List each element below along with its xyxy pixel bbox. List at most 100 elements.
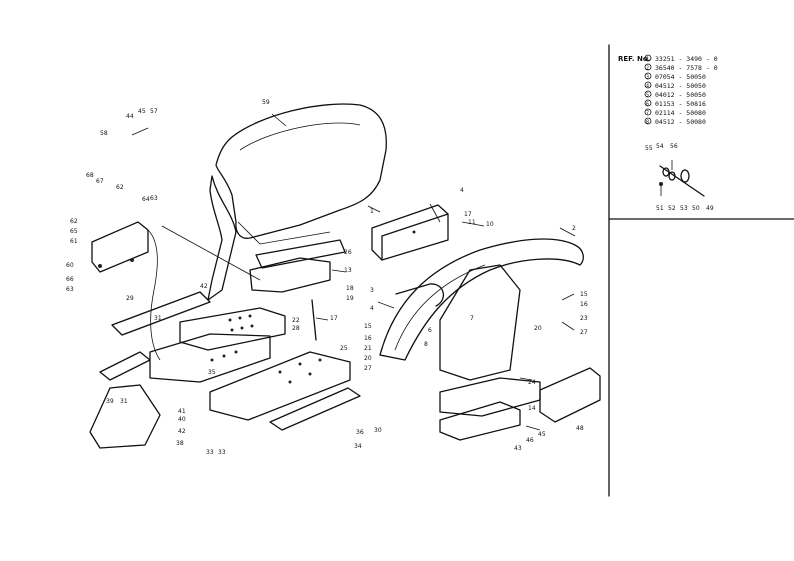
callout-label: 58 <box>100 130 108 137</box>
reference-row: 7 02114 - 50080 <box>644 108 706 117</box>
callout-label: 14 <box>528 405 536 412</box>
callout-label: 11 <box>468 219 476 226</box>
callout-label: 16 <box>580 301 588 308</box>
callout-label: 2 <box>572 225 576 232</box>
callout-label: 45 <box>138 108 146 115</box>
linkage-detail <box>659 160 705 197</box>
reference-row: 8 04512 - 50080 <box>644 117 706 126</box>
callout-label: 35 <box>208 369 216 376</box>
callout-label: 53 <box>680 205 688 212</box>
callout-label: 56 <box>670 143 678 150</box>
ref-number: 2 <box>646 66 649 72</box>
callout-label: 49 <box>706 205 714 212</box>
callout-label: 44 <box>126 113 134 120</box>
seat-back-panel <box>215 103 387 245</box>
leader-lines <box>131 113 576 431</box>
ref-number: 6 <box>646 102 649 108</box>
callout-label: 31 <box>154 315 162 322</box>
callout-label: 66 <box>66 276 74 283</box>
callout-label: 27 <box>364 365 372 372</box>
ref-number-circle <box>644 72 652 80</box>
ref-part-number: 04512 - 50050 <box>655 82 706 90</box>
tool-box <box>371 204 449 261</box>
callout-label: 48 <box>576 425 584 432</box>
callout-label: 20 <box>364 355 372 362</box>
callout-label: 1 <box>370 208 374 215</box>
ref-number: 3 <box>646 75 649 81</box>
bolt-17 <box>311 299 317 341</box>
callout-label: 17 <box>330 315 338 322</box>
callout-label: 24 <box>528 379 536 386</box>
small-step <box>89 384 161 449</box>
callout-label: 3 <box>370 287 374 294</box>
ref-number-circle <box>644 54 652 62</box>
callout-labels: 59 1 4 17 11 10 2 44 45 57 58 68 67 62 6… <box>66 99 714 456</box>
callout-label: 63 <box>150 195 158 202</box>
callout-label: 23 <box>580 315 588 322</box>
callout-label: 16 <box>364 335 372 342</box>
ref-part-number: 04012 - 50050 <box>655 91 706 99</box>
ref-part-number: 33251 - 3490 - 0 <box>655 55 718 63</box>
callout-label: 61 <box>70 238 78 245</box>
side-rail-plate <box>111 291 211 336</box>
callout-label: 20 <box>534 325 542 332</box>
callout-label: 26 <box>344 249 352 256</box>
callout-label: 34 <box>354 443 362 450</box>
step-plate-lower <box>149 333 271 383</box>
callout-label: 17 <box>464 211 472 218</box>
callout-label: 38 <box>176 440 184 447</box>
callout-label: 41 <box>178 408 186 415</box>
callout-label: 60 <box>66 262 74 269</box>
ref-number-circle <box>644 108 652 116</box>
side-weight-box <box>539 367 601 423</box>
callout-label: 68 <box>86 172 94 179</box>
callout-label: 50 <box>692 205 700 212</box>
callout-label: 7 <box>470 315 474 322</box>
callout-label: 15 <box>364 323 372 330</box>
reference-row: 1 33251 - 3490 - 0 <box>644 54 718 63</box>
callout-label: 21 <box>364 345 372 352</box>
reference-row: 2 36540 - 7578 - 0 <box>644 63 718 72</box>
fender <box>379 238 584 361</box>
reference-row: 3 07054 - 50050 <box>644 72 706 81</box>
callout-label: 42 <box>200 283 208 290</box>
step-plate-upper <box>179 307 286 351</box>
seat-bracket <box>249 257 331 293</box>
ref-part-number: 02114 - 50080 <box>655 109 706 117</box>
callout-label: 30 <box>374 427 382 434</box>
callout-label: 67 <box>96 178 104 185</box>
callout-label: 25 <box>340 345 348 352</box>
reference-title: REF. No. <box>618 55 650 63</box>
rear-rail-plate <box>269 387 361 431</box>
ref-number: 5 <box>646 93 649 99</box>
reference-row: 5 04012 - 50050 <box>644 90 706 99</box>
callout-label: 43 <box>514 445 522 452</box>
left-bracket-plate <box>91 221 161 361</box>
callout-label: 46 <box>526 437 534 444</box>
ref-part-number: 07054 - 50050 <box>655 73 706 81</box>
reference-row: 6 01153 - 50816 <box>644 99 706 108</box>
ref-number-circle <box>644 117 652 125</box>
callout-label: 29 <box>126 295 134 302</box>
callout-label: 62 <box>70 218 78 225</box>
ref-part-number: 01153 - 50816 <box>655 100 706 108</box>
callout-label: 4 <box>460 187 464 194</box>
callout-label: 55 <box>645 145 653 152</box>
callout-label: 63 <box>66 286 74 293</box>
callout-label: 10 <box>486 221 494 228</box>
callout-label: 62 <box>116 184 124 191</box>
callout-label: 65 <box>70 228 78 235</box>
callout-label: 8 <box>424 341 428 348</box>
callout-label: 19 <box>346 295 354 302</box>
callout-label: 59 <box>262 99 270 106</box>
callout-label: 28 <box>292 325 300 332</box>
callout-label: 31 <box>120 398 128 405</box>
callout-label: 42 <box>178 428 186 435</box>
callout-label: 6 <box>428 327 432 334</box>
seat-frame-side <box>207 175 237 301</box>
callout-label: 36 <box>356 429 364 436</box>
reference-row: 4 04512 - 50050 <box>644 81 706 90</box>
fender-support-frame <box>439 264 521 381</box>
